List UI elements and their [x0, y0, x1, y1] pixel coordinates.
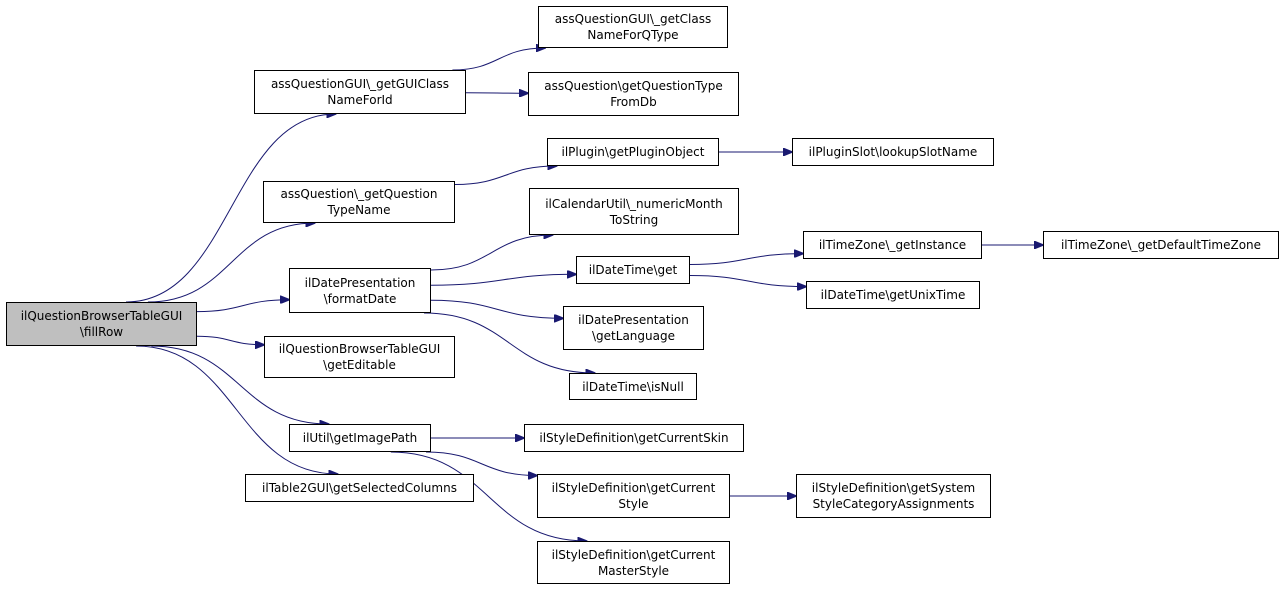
node-get-unix-time[interactable]: ilDateTime\getUnixTime [806, 281, 980, 309]
edge-getImagePath-to-getCurrentMasterStyle [390, 451, 587, 541]
node-label: ilQuestionBrowserTableGUI [278, 342, 441, 356]
node-label: ilTimeZone\_getInstance [818, 238, 967, 252]
node-root: ilQuestionBrowserTableGUI \fillRow [6, 302, 197, 346]
node-label: \getEditable [323, 358, 396, 372]
node-label: ilDatePresentation [304, 275, 416, 290]
edge-root-to-getSelectedColumns [136, 345, 337, 474]
node-date-time-get[interactable]: ilDateTime\get [576, 256, 690, 284]
edge-formatDate-to-isNull [423, 312, 595, 373]
node-label: assQuestionGUI\_getClass [554, 12, 712, 26]
node-label: assQuestionGUI\_getGUIClass [270, 77, 450, 91]
node-lookup-slot-name[interactable]: ilPluginSlot\lookupSlotName [792, 138, 994, 166]
node-get-image-path[interactable]: ilUtil\getImagePath [289, 424, 431, 452]
edge-formatDate-to-getLanguage [430, 299, 563, 318]
node-label: ilPlugin\getPluginObject [561, 145, 705, 159]
node-get-system-style-category-assignments[interactable]: ilStyleDefinition\getSystem StyleCategor… [796, 474, 991, 518]
node-get-language[interactable]: ilDatePresentation \getLanguage [563, 306, 704, 350]
node-get-current-skin[interactable]: ilStyleDefinition\getCurrentSkin [524, 424, 744, 452]
node-label: StyleCategoryAssignments [812, 497, 975, 511]
node-format-date[interactable]: ilDatePresentation \formatDate [289, 268, 431, 313]
node-label: ilPluginSlot\lookupSlotName [808, 145, 978, 159]
node-get-plugin-object[interactable]: ilPlugin\getPluginObject [547, 138, 719, 166]
edge-getImagePath-to-getCurrentStyle [425, 451, 537, 476]
node-label: ilCalendarUtil\_numericMonth [545, 196, 723, 211]
node-label: ilDatePresentation [578, 313, 689, 327]
node-label: ilDateTime\isNull [582, 379, 684, 394]
edge-root-to-getGUIClassNameForId [125, 114, 336, 303]
node-get-selected-columns[interactable]: ilTable2GUI\getSelectedColumns [245, 474, 474, 502]
node-numeric-month-to-string[interactable]: ilCalendarUtil\_numericMonth ToString [529, 188, 739, 235]
node-label: ilDateTime\get [588, 263, 678, 277]
edge-getGUIClassNameForId-to-getClassNameForQType [452, 48, 544, 71]
node-label: ilStyleDefinition\getSystem [811, 481, 976, 495]
node-label: NameForId [327, 93, 393, 107]
node-label: FromDb [610, 95, 657, 109]
node-get-editable[interactable]: ilQuestionBrowserTableGUI \getEditable [264, 336, 455, 378]
node-label: ilTimeZone\_getDefaultTimeZone [1060, 238, 1262, 252]
node-label: Style [618, 497, 649, 511]
edge-root-to-formatDate [196, 300, 289, 313]
node-label: \formatDate [323, 291, 397, 306]
node-root-label-1: ilQuestionBrowserTableGUI [20, 309, 183, 323]
edge-formatDate-to-dateTimeGet [430, 274, 576, 286]
node-label: ilDateTime\getUnixTime [820, 288, 966, 302]
edge-dateTimeGet-to-getInstance [689, 254, 803, 265]
edge-dateTimeGet-to-getUnixTime [689, 275, 806, 287]
node-label: MasterStyle [597, 563, 670, 578]
node-label: ilUtil\getImagePath [302, 431, 418, 445]
node-get-current-master-style[interactable]: ilStyleDefinition\getCurrent MasterStyle [537, 541, 730, 584]
node-label: ilStyleDefinition\getCurrent [551, 547, 716, 562]
node-get-class-name-for-qtype[interactable]: assQuestionGUI\_getClass NameForQType [538, 6, 728, 48]
node-get-question-type-from-db[interactable]: assQuestion\getQuestionType FromDb [528, 72, 739, 116]
node-get-instance[interactable]: ilTimeZone\_getInstance [803, 231, 982, 259]
edge-root-to-getEditable [196, 335, 264, 345]
node-get-current-style[interactable]: ilStyleDefinition\getCurrent Style [537, 474, 730, 518]
node-label: NameForQType [587, 28, 679, 42]
node-get-gui-class-name-for-id[interactable]: assQuestionGUI\_getGUIClass NameForId [254, 70, 466, 114]
node-label: \getLanguage [592, 329, 675, 343]
edge-getQuestionTypeName-to-getPluginObject [454, 166, 556, 185]
node-label: assQuestion\_getQuestion [280, 187, 438, 201]
node-label: ilStyleDefinition\getCurrent [551, 481, 716, 495]
edge-root-to-getImagePath [151, 345, 328, 424]
node-label: TypeName [327, 203, 391, 217]
edge-formatDate-to-numericMonthToString [430, 235, 553, 271]
node-label: assQuestion\getQuestionType [544, 79, 723, 93]
node-label: ilTable2GUI\getSelectedColumns [262, 481, 457, 495]
node-root-label-2: \fillRow [79, 325, 124, 339]
node-label: ToString [609, 212, 659, 227]
node-is-null[interactable]: ilDateTime\isNull [569, 373, 697, 400]
edge-root-to-getQuestionTypeName [147, 223, 315, 303]
node-label: ilStyleDefinition\getCurrentSkin [539, 431, 729, 445]
node-get-question-type-name[interactable]: assQuestion\_getQuestion TypeName [263, 181, 455, 223]
node-get-default-time-zone[interactable]: ilTimeZone\_getDefaultTimeZone [1043, 231, 1279, 259]
